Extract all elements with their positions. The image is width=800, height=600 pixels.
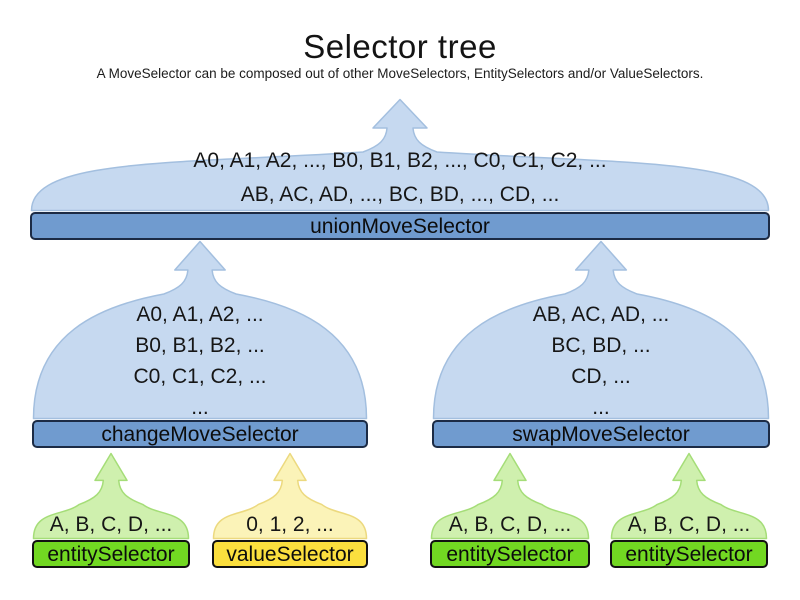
node-swap-move-selector: AB, AC, AD, ... BC, BD, ... CD, ... ... … <box>432 240 770 448</box>
funnel-arrow-shape <box>432 240 770 420</box>
union-move-selector-bar: unionMoveSelector <box>30 212 770 240</box>
value-selector-bar: valueSelector <box>212 540 368 568</box>
page-subtitle: A MoveSelector can be composed out of ot… <box>96 66 704 81</box>
swap-move-selector-bar: swapMoveSelector <box>432 420 770 448</box>
funnel-arrow-shape <box>212 452 368 540</box>
entity-selector-bar: entitySelector <box>610 540 768 568</box>
change-move-selector-bar: changeMoveSelector <box>32 420 368 448</box>
node-union-move-selector: A0, A1, A2, ..., B0, B1, B2, ..., C0, C1… <box>30 98 770 240</box>
funnel-arrow-shape <box>610 452 768 540</box>
node-value-selector: 0, 1, 2, ... valueSelector <box>212 452 368 568</box>
node-entity-selector-1: A, B, C, D, ... entitySelector <box>32 452 190 568</box>
funnel-arrow-shape <box>32 452 190 540</box>
node-change-move-selector: A0, A1, A2, ... B0, B1, B2, ... C0, C1, … <box>32 240 368 448</box>
entity-selector-bar: entitySelector <box>32 540 190 568</box>
funnel-arrow-shape <box>430 452 590 540</box>
node-entity-selector-2: A, B, C, D, ... entitySelector <box>430 452 590 568</box>
page-title: Selector tree <box>303 28 497 65</box>
entity-selector-bar: entitySelector <box>430 540 590 568</box>
node-entity-selector-3: A, B, C, D, ... entitySelector <box>610 452 768 568</box>
funnel-arrow-shape <box>30 98 770 212</box>
funnel-arrow-shape <box>32 240 368 420</box>
